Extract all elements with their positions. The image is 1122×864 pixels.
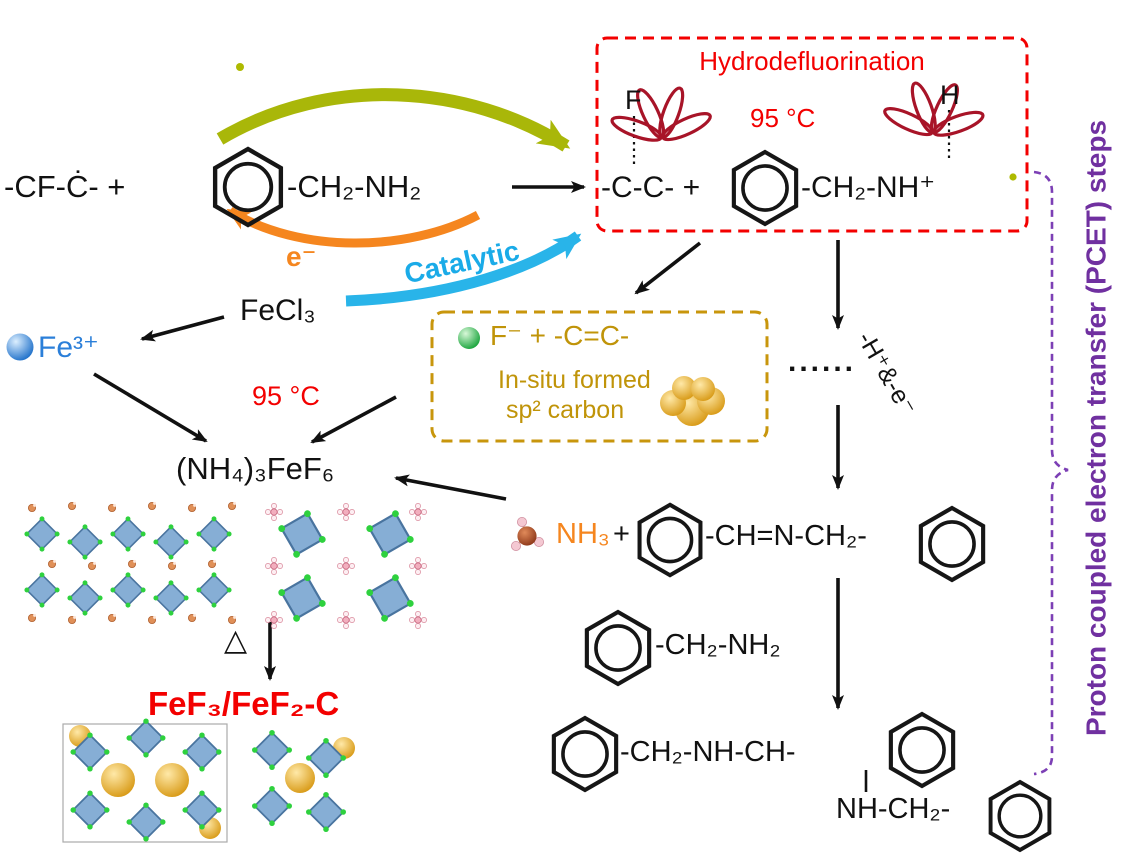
benzene-ring-icon bbox=[891, 714, 953, 786]
hydrogen-label: H bbox=[940, 80, 960, 110]
fluoride-sphere-icon bbox=[458, 327, 480, 349]
fluorine-label: F bbox=[625, 85, 642, 115]
catalytic-arrow bbox=[345, 231, 582, 307]
delta-label: △ bbox=[224, 624, 248, 657]
nh3-label: NH₃ bbox=[556, 518, 610, 550]
imine-label: -CH=N-CH₂- bbox=[705, 520, 867, 552]
electron-back-arrow bbox=[226, 207, 481, 248]
benzene-ring-icon bbox=[554, 718, 616, 790]
benzene-ring-icon bbox=[587, 612, 649, 684]
pcet-bracket-label: Proton coupled electron transfer (PCET) … bbox=[1080, 119, 1112, 737]
fecl3-label: FeCl₃ bbox=[240, 294, 316, 327]
hdf-title: Hydrodefluorination bbox=[699, 46, 925, 76]
insitu-line1-label: F⁻ + -C=C- bbox=[490, 320, 630, 351]
forward-reaction-arrow bbox=[216, 88, 571, 152]
insitu-line2-label: In-situ formed bbox=[498, 366, 651, 394]
fe3plus-label: Fe³⁺ bbox=[38, 331, 99, 364]
benzene-ring-icon bbox=[921, 508, 983, 580]
aminal-bottom-label: NH-CH₂- bbox=[836, 793, 951, 825]
carbon-cloud-icon bbox=[660, 376, 725, 426]
insitu-carbon-box bbox=[430, 310, 769, 443]
black-arrows bbox=[93, 181, 844, 710]
fef3-product-label: FeF₃/FeF₂-C bbox=[148, 685, 340, 722]
dotted-step-label: ...... bbox=[788, 345, 857, 378]
orbital-fan-icon bbox=[880, 78, 988, 142]
crystal-structure-layered bbox=[23, 501, 237, 625]
fe3-sphere-icon bbox=[6, 333, 34, 361]
plus-label: + bbox=[613, 518, 630, 550]
pcet-bracket bbox=[1033, 170, 1069, 776]
hydrodefluorination-box bbox=[595, 36, 1029, 233]
aminal-top-label: -CH₂-NH-CH- bbox=[620, 736, 796, 768]
crystal-structure-fef2-carbon bbox=[251, 729, 355, 833]
benzene-ring-icon bbox=[215, 149, 281, 225]
reactant-cfc-label: -CF-Ċ- + bbox=[4, 169, 126, 204]
benzylamine-label: -CH₂-NH₂ bbox=[655, 629, 781, 661]
hdf-temperature-label: 95 °C bbox=[750, 103, 816, 133]
hdf-product-left-label: -C-C- + bbox=[601, 171, 701, 204]
benzene-ring-icon bbox=[640, 505, 701, 575]
benzene-ring-icon bbox=[734, 152, 796, 224]
radical-dot bbox=[1009, 173, 1017, 181]
insitu-line3-label: sp² carbon bbox=[506, 396, 625, 424]
ammonia-molecule-icon bbox=[510, 516, 544, 551]
hdf-product-right-label: -CH₂-NH⁺ bbox=[801, 171, 936, 204]
benzene-ring-icon bbox=[988, 780, 1052, 852]
nh4fef6-label: (NH₄)₃FeF₆ bbox=[176, 451, 335, 486]
crystal-structure-cubic bbox=[264, 502, 428, 629]
radical-dot bbox=[236, 63, 244, 71]
electron-label: e⁻ bbox=[286, 241, 317, 272]
reactant-amine-label: -CH₂-NH₂ bbox=[287, 169, 422, 204]
iron-temperature-label: 95 °C bbox=[252, 381, 320, 411]
crystal-structure-fef3-carbon bbox=[62, 717, 228, 843]
